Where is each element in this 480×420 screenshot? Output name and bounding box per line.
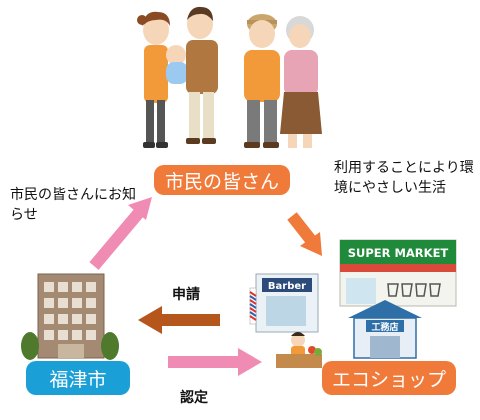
certify-label: 認定 — [180, 390, 208, 406]
mother-figure — [137, 11, 170, 148]
inform-citizens-note: 市民の皆さんにお知らせ — [10, 187, 136, 223]
apply-label: 申請 — [172, 287, 200, 303]
grandmother-figure — [280, 16, 322, 148]
use-arrow — [287, 212, 322, 256]
shopkeeper-illustration — [276, 332, 322, 368]
city-node: 福津市 — [26, 361, 130, 395]
eco-shop-label: エコショップ — [331, 368, 446, 391]
father-figure — [186, 6, 218, 144]
barber-shop-building: Barber — [249, 273, 319, 333]
city-label: 福津市 — [49, 368, 107, 391]
barber-sign: Barber — [268, 281, 306, 292]
certify-arrow — [168, 348, 262, 376]
hardware-store-sign: 工務店 — [371, 321, 398, 333]
grandfather-figure — [244, 14, 280, 148]
supermarket-sign: SUPER MARKET — [348, 246, 449, 260]
shopping-carts — [387, 283, 441, 297]
baby-figure — [166, 45, 188, 84]
eco-friendly-life-note: 利用することにより環境にやさしい生活 — [334, 160, 474, 196]
citizens-label: 市民の皆さん — [164, 170, 279, 193]
hardware-store-building: 工務店 — [348, 300, 422, 359]
eco-shop-node: エコショップ — [322, 361, 456, 395]
notify-arrow — [89, 197, 152, 270]
apply-arrow — [138, 306, 220, 334]
city-hall-building — [21, 273, 119, 360]
supermarket-building: SUPER MARKET — [339, 239, 457, 307]
citizens-node: 市民の皆さん — [154, 165, 290, 195]
citizens-family-illustration — [137, 6, 322, 148]
